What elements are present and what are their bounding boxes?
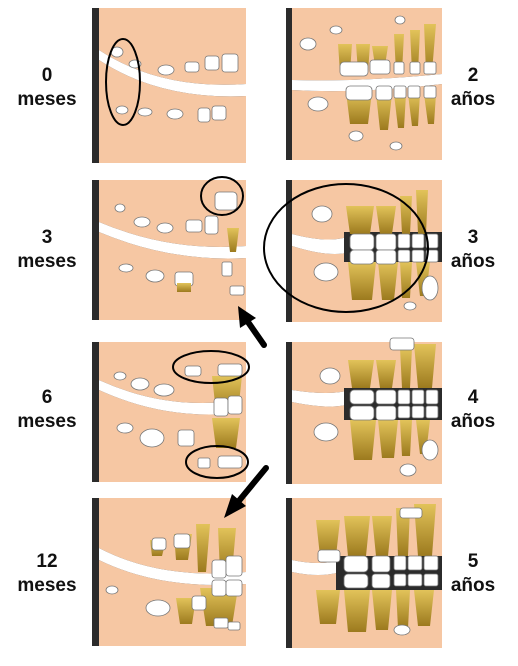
label-number: 3 <box>41 227 53 248</box>
arrow-up-left <box>238 306 267 348</box>
roots <box>177 228 239 292</box>
label-number: 2 <box>467 65 479 86</box>
label-unit: meses <box>17 89 77 110</box>
roots <box>346 190 430 300</box>
label-number: 0 <box>41 65 53 86</box>
panel-3-anos <box>263 180 442 322</box>
primary-teeth <box>313 337 439 477</box>
label-3-anos: 3 años <box>428 226 518 274</box>
panel-2-anos <box>286 8 442 160</box>
label-4-anos: 4 años <box>428 386 518 434</box>
primary-teeth <box>113 363 243 469</box>
label-2-anos: 2 años <box>428 64 518 112</box>
label-number: 3 <box>467 227 479 248</box>
label-3-meses: 3 meses <box>2 226 92 274</box>
label-5-anos: 5 años <box>428 550 518 598</box>
highlight-circle-lower <box>185 445 249 479</box>
highlight-circle <box>200 176 244 216</box>
label-number: 5 <box>467 551 479 572</box>
label-unit: años <box>450 89 496 110</box>
primary-teeth <box>311 205 439 311</box>
panel-4-anos <box>286 337 442 484</box>
label-unit: años <box>450 411 496 432</box>
label-unit: meses <box>17 575 77 596</box>
arrow-down-left <box>224 465 269 518</box>
label-number: 4 <box>467 387 479 408</box>
label-unit: años <box>450 251 496 272</box>
highlight-circle-upper <box>172 350 250 384</box>
primary-teeth <box>299 15 437 151</box>
primary-teeth <box>317 507 439 636</box>
label-number: 6 <box>41 387 53 408</box>
roots <box>348 344 436 460</box>
label-12-meses: 12 meses <box>2 550 92 598</box>
label-number: 12 <box>36 551 58 572</box>
label-6-meses: 6 meses <box>2 386 92 434</box>
panel-5-anos <box>286 498 442 648</box>
panel-12-meses <box>92 498 246 646</box>
panel-6-meses <box>92 342 250 482</box>
panel-0-meses <box>92 8 246 163</box>
highlight-circle <box>263 183 429 313</box>
primary-teeth-buds <box>110 46 239 123</box>
label-0-meses: 0 meses <box>2 64 92 112</box>
panel-3-meses <box>92 176 246 320</box>
label-unit: meses <box>17 251 77 272</box>
primary-teeth <box>105 533 243 631</box>
label-unit: meses <box>17 411 77 432</box>
primary-teeth <box>114 191 245 296</box>
label-unit: años <box>450 575 496 596</box>
highlight-circle <box>105 38 141 126</box>
